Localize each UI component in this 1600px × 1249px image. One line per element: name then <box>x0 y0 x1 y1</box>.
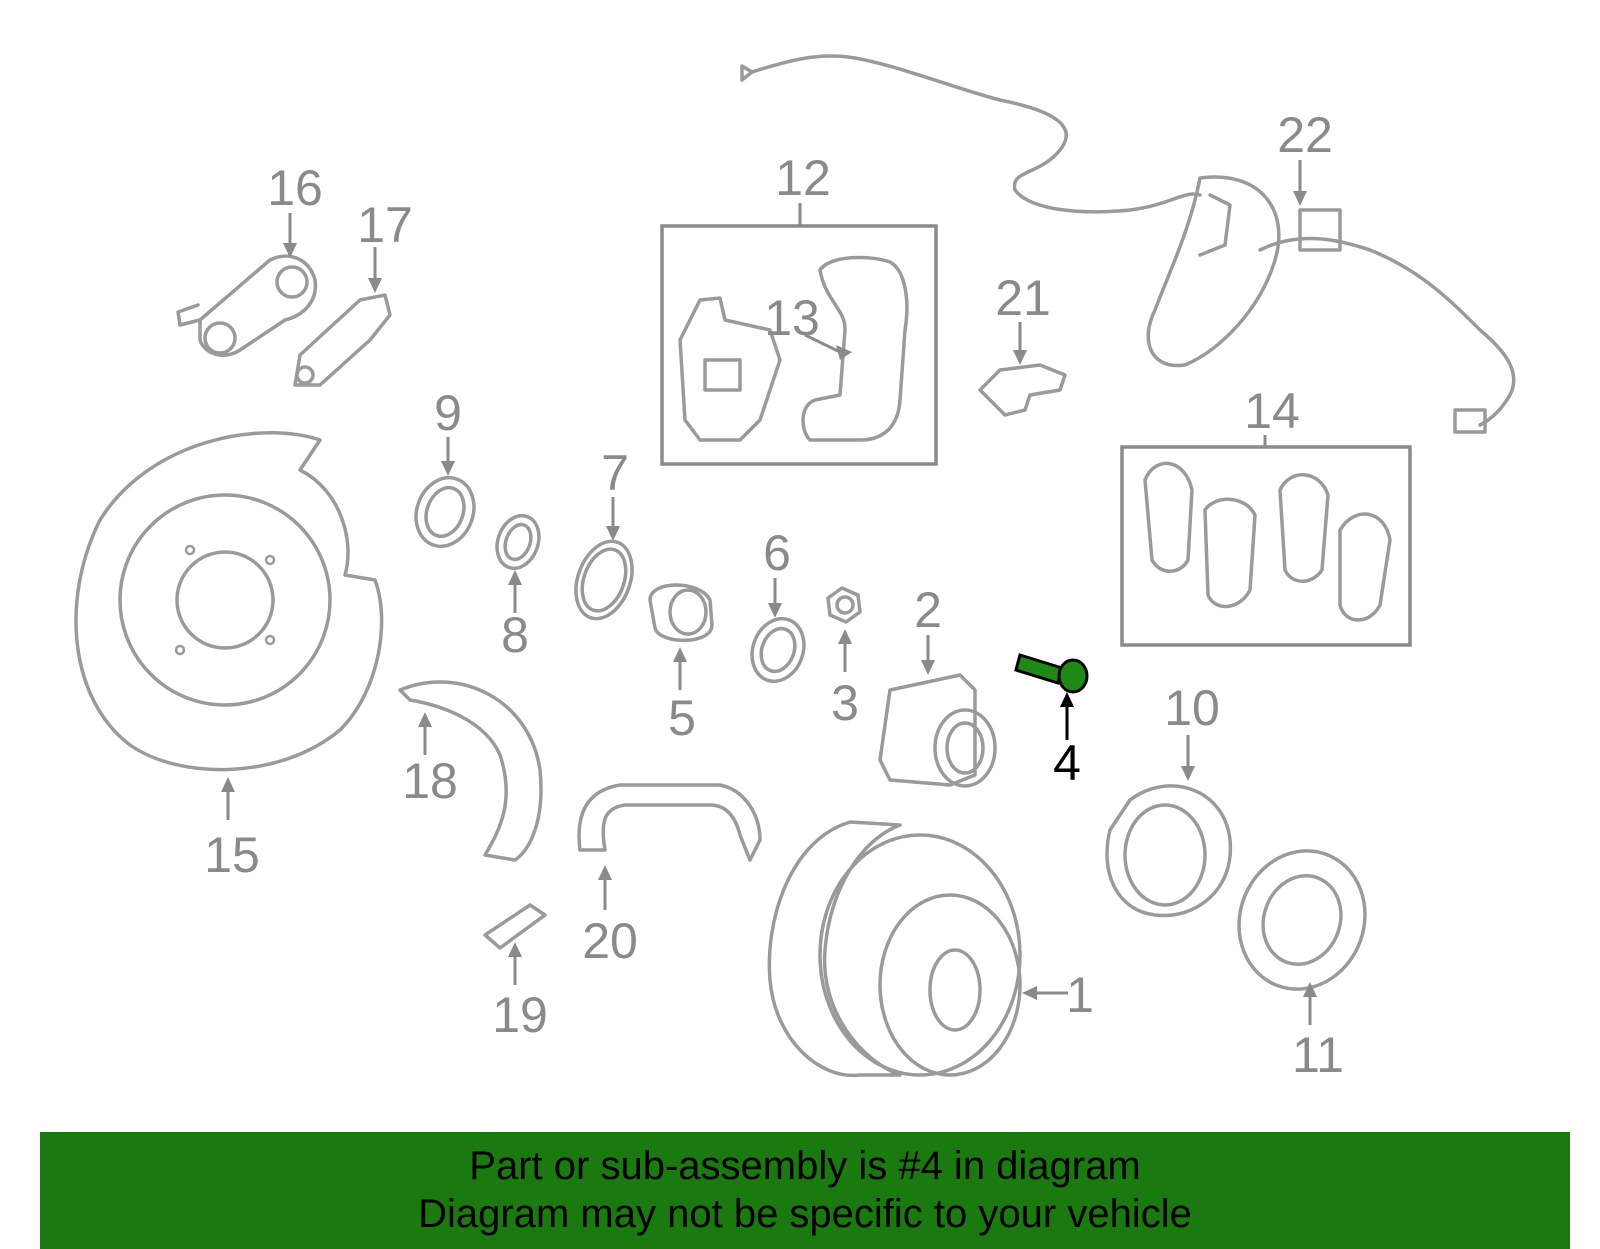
banner-line-disclaimer: Diagram may not be specific to your vehi… <box>418 1192 1192 1236</box>
part-19-pin <box>483 903 547 950</box>
label-7: 7 <box>601 445 629 501</box>
part-7-ring <box>574 539 634 621</box>
part-1-rotor <box>767 820 1022 1078</box>
part-10-hub-flange <box>1105 784 1233 918</box>
part-17-lever <box>293 293 392 387</box>
part-3-nut <box>826 586 862 624</box>
label-22: 22 <box>1277 107 1333 163</box>
label-11: 11 <box>1292 1027 1344 1083</box>
part-22-abs-wire <box>740 54 1516 434</box>
label-13: 13 <box>764 290 820 346</box>
label-20: 20 <box>582 913 638 969</box>
label-18: 18 <box>402 753 458 809</box>
label-4: 4 <box>1053 735 1081 791</box>
part-21-clip <box>978 363 1067 417</box>
label-21: 21 <box>995 270 1051 326</box>
parts-diagram: 16 17 12 13 21 22 14 9 7 6 2 8 5 3 4 10 … <box>74 54 1516 1083</box>
label-15: 15 <box>204 827 260 883</box>
part-12-caliper-box <box>660 224 938 466</box>
info-banner: Part or sub-assembly is #4 in diagram Di… <box>40 1132 1570 1249</box>
label-3: 3 <box>831 675 859 731</box>
label-1: 1 <box>1066 967 1094 1023</box>
part-15-backing-plate <box>74 431 384 772</box>
part-6-seal <box>750 616 806 684</box>
part-18-brake-shoe <box>398 680 543 862</box>
banner-line-part: Part or sub-assembly is #4 in diagram <box>469 1144 1141 1188</box>
label-10: 10 <box>1164 680 1220 736</box>
label-12: 12 <box>775 150 831 206</box>
part-4-hub-bolt <box>1014 653 1089 694</box>
label-14: 14 <box>1244 383 1300 439</box>
part-14-pads-box <box>1120 445 1412 647</box>
label-8: 8 <box>501 607 529 663</box>
part-8-ring <box>495 513 541 571</box>
part-5-bearing <box>648 583 714 643</box>
part-11-gasket <box>1237 849 1367 991</box>
label-5: 5 <box>668 690 696 746</box>
part-2-hub <box>878 673 997 788</box>
label-16: 16 <box>267 160 323 216</box>
label-19: 19 <box>492 987 548 1043</box>
label-6: 6 <box>763 525 791 581</box>
part-9-seal <box>414 475 476 549</box>
label-17: 17 <box>357 197 413 253</box>
leader-arrows <box>221 160 1317 1025</box>
part-16-adjuster <box>176 254 318 357</box>
part-20-strut <box>577 783 762 862</box>
label-9: 9 <box>434 385 462 441</box>
label-2: 2 <box>914 582 942 638</box>
